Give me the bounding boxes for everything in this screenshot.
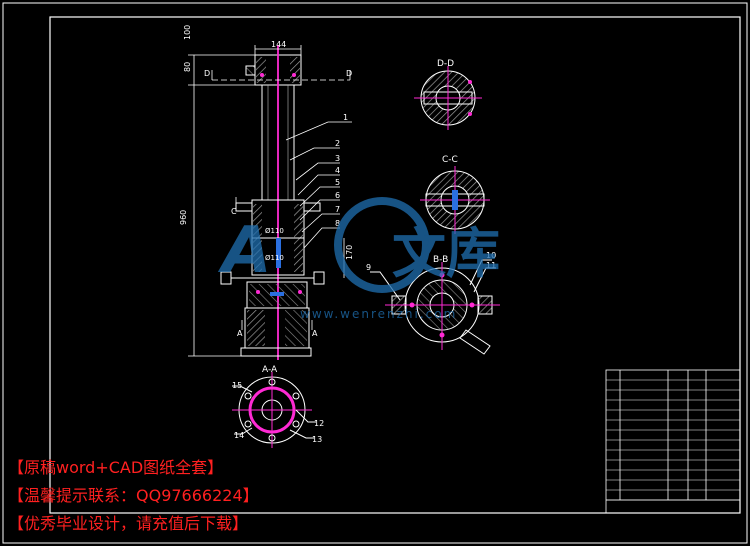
main-dimension-text: 144 960 80 100 170 Ø110 Ø110 D D C A A [179,25,354,338]
section-aa-labels: A-A 15 14 12 13 [232,365,324,444]
section-cc-view [420,166,490,234]
top-head-hatch-left [256,57,266,83]
title-block-frame [605,369,741,514]
section-bb-view [370,259,500,355]
leader-1 [285,121,352,141]
watermark-url: www.wenrenzhi.com [300,307,457,321]
watermark-chinese: 文库 [392,222,500,285]
caption-download: 【优秀毕业设计，请充值后下载】 [8,514,249,533]
section-dd-title: D-D [437,59,454,69]
cut-label-a-left: A [237,329,243,338]
balloon-2: 2 [335,139,340,148]
balloon-14: 14 [234,431,244,440]
leader-4 [297,174,340,196]
section-aa-view [232,372,316,448]
section-bb-title: B-B [433,255,448,265]
leader-5 [299,186,340,207]
dim-100: 100 [183,25,192,40]
bb-leader-10 [469,259,492,286]
bb-bolt-3 [409,302,415,308]
balloon-4: 4 [335,166,340,175]
side-bolt-right [313,271,325,285]
cut-label-a-right: A [312,329,318,338]
main-leaders [285,121,352,249]
aa-hole-2 [292,392,300,400]
aa-hole-1 [244,392,252,400]
balloon-13: 13 [312,435,322,444]
top-head-hatch-right [290,57,300,83]
balloon-11: 11 [486,261,496,270]
balloon-15: 15 [232,381,242,390]
base-lower-hatch [247,310,265,346]
side-flange-left [235,202,253,212]
main-balloons: 1 2 3 4 5 6 7 8 [335,113,348,228]
section-bb-labels: B-B 9 10 11 [366,251,496,272]
bb-arm-lower-right [459,329,491,355]
title-block-rows [606,379,740,501]
cc-blue-key [452,190,458,210]
dim-dia-lower: Ø110 [265,254,284,262]
inner-border [49,16,741,514]
accent-dot-2 [292,73,296,77]
section-dd-view [414,66,482,130]
aa-hole-5 [268,378,276,386]
bb-leader-11 [473,267,496,293]
aa-hole-4 [292,420,300,428]
side-flange-right [303,202,321,212]
balloon-10: 10 [486,251,496,260]
balloon-9: 9 [366,263,371,272]
leader-7 [301,213,340,233]
watermark: A 文库 www.wenrenzhi.com [217,197,500,321]
leader-8 [303,227,340,249]
accent-dot-1 [260,73,264,77]
balloon-12: 12 [314,419,324,428]
blue-pin [270,292,284,296]
watermark-letters: A [217,214,272,288]
aa-hole-3 [244,420,252,428]
cut-label-d-left: D [204,69,210,78]
dim-top-width: 144 [271,40,286,49]
watermark-ring [334,197,430,293]
leader-2 [289,147,340,161]
dim-dia-upper: Ø110 [265,227,284,235]
section-aa-title: A-A [262,365,278,375]
title-block [605,369,741,514]
leader-6 [299,199,340,221]
bb-bolt-4 [469,302,475,308]
balloon-6: 6 [335,191,340,200]
leader-3 [295,162,340,181]
section-cc-title: C-C [442,155,458,165]
aa-hole-6 [268,434,276,442]
main-assembly-view [220,45,325,360]
balloon-8: 8 [335,219,340,228]
balloon-7: 7 [335,205,340,214]
cut-label-c: C [231,207,237,216]
aa-leader-14 [234,427,253,435]
aa-leader-15 [232,385,253,393]
base-foot [240,347,312,357]
caption-original-files: 【原稿word+CAD图纸全套】 [8,458,224,477]
caption-contact: 【温馨提示联系：QQ97666224】 [8,486,259,505]
bb-bolt-2 [439,332,445,338]
dd-hole-1 [468,80,472,84]
aa-leader-12 [295,409,316,423]
cut-label-d-right: D [346,69,352,78]
accent-dot-3 [256,290,260,294]
base-gear [285,310,307,346]
balloon-1: 1 [343,113,348,122]
dim-170: 170 [345,245,354,260]
accent-dot-4 [298,290,302,294]
dim-overall-height: 960 [179,210,188,225]
dim-80: 80 [183,62,192,72]
balloon-5: 5 [335,178,340,187]
top-nut [245,65,256,76]
aa-leader-13 [289,429,314,439]
blue-spindle [276,238,281,268]
bb-bolt-1 [439,272,445,278]
balloon-3: 3 [335,154,340,163]
dd-hole-2 [468,112,472,116]
